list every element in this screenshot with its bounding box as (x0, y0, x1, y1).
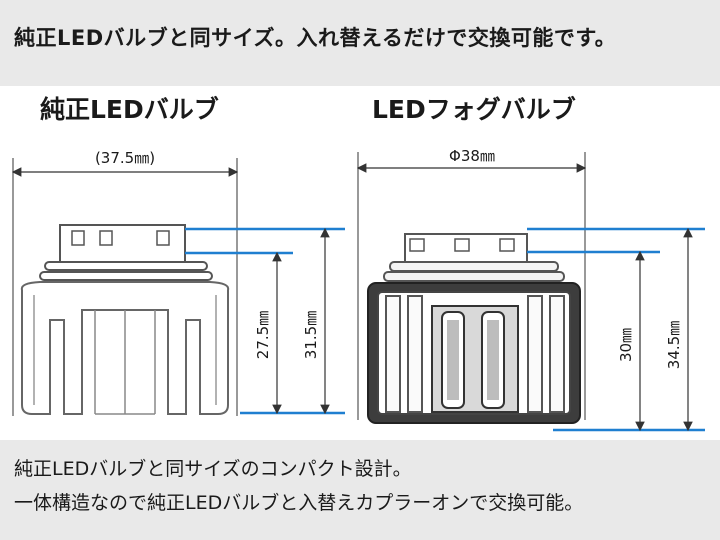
right-outer-height-label: 34.5㎜ (665, 321, 683, 369)
left-inner-height-label: 27.5㎜ (254, 311, 272, 359)
headline-text: 純正LEDバルブと同サイズ。入れ替えるだけで交換可能です。 (14, 26, 617, 50)
right-bulb-title: LEDフォグバルブ (372, 95, 576, 124)
caption-panel: 純正LEDバルブと同サイズのコンパクト設計。 一体構造なので純正LEDバルブと入… (0, 440, 720, 540)
left-width-label: (37.5㎜) (95, 149, 155, 167)
right-bulb-illustration (357, 152, 586, 424)
caption-line-1: 純正LEDバルブと同サイズのコンパクト設計。 (14, 458, 412, 480)
right-inner-height-label: 30㎜ (617, 328, 635, 362)
right-width-label: Φ38㎜ (449, 147, 495, 165)
left-bulb-title: 純正LEDバルブ (40, 95, 219, 124)
caption-line-2: 一体構造なので純正LEDバルブと入替えカプラーオンで交換可能。 (14, 492, 584, 514)
left-bulb-illustration (12, 158, 238, 416)
headline-banner: 純正LEDバルブと同サイズ。入れ替えるだけで交換可能です。 (0, 0, 720, 86)
left-outer-height-label: 31.5㎜ (302, 311, 320, 359)
